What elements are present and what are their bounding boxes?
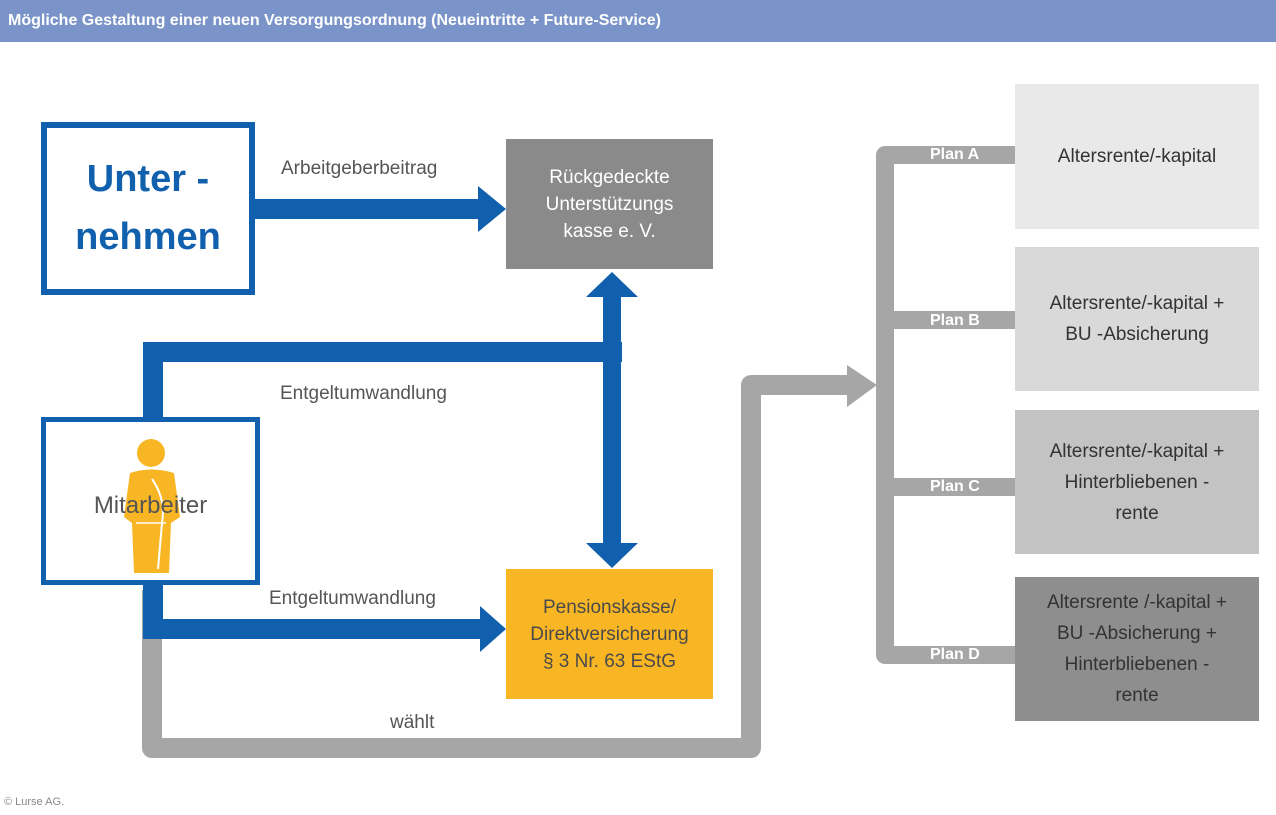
pk-line1: Pensionskasse/ [542, 597, 677, 618]
plan-d-line3: Hinterbliebenen - [1064, 654, 1210, 675]
pk-line3: § 3 Nr. 63 EStG [542, 651, 677, 672]
down-arrowhead [586, 543, 638, 568]
entgeltumwandlung-bottom-connector [143, 585, 484, 639]
entgeltumwandlung-bottom-label: Entgeltumwandlung [269, 588, 436, 609]
plan-c-line3: rente [1115, 502, 1159, 524]
plan-d-label: Plan D [930, 646, 980, 663]
page-title: Mögliche Gestaltung einer neuen Versorgu… [8, 12, 661, 29]
plan-c-outcome: Altersrente/-kapital + Hinterbliebenen -… [1015, 410, 1259, 554]
plan-bracket [876, 146, 1015, 664]
plan-b-line1: Altersrente/-kapital + [1049, 293, 1225, 314]
plan-b-outcome: Altersrente/-kapital + BU -Absicherung [1015, 247, 1259, 391]
entgeltumwandlung-top-label: Entgeltumwandlung [280, 383, 447, 404]
plan-c-label: Plan C [930, 478, 980, 495]
mitarbeiter-label: Mitarbeiter [93, 492, 208, 519]
unternehmen-line2: nehmen [75, 216, 221, 258]
entgeltumwandlung-bottom-arrowhead [480, 606, 506, 652]
copyright-notice: © Lurse AG. [4, 796, 65, 808]
plan-a-line1: Altersrente/-kapital [1057, 146, 1217, 167]
unterstuetzungskasse-node: Rückgedeckte Unterstützungs kasse e. V. [506, 139, 713, 269]
header-bar: Mögliche Gestaltung einer neuen Versorgu… [0, 0, 1276, 42]
unternehmen-line1: Unter - [86, 158, 210, 200]
arbeitgeberbeitrag-arrowhead [478, 186, 506, 232]
plan-c-line2: Hinterbliebenen - [1064, 471, 1210, 493]
uk-line1: Rückgedeckte [549, 167, 670, 188]
person-figure-icon [124, 439, 180, 573]
plan-b-line2: BU -Absicherung [1065, 324, 1209, 345]
plan-d-outcome: Altersrente /-kapital + BU -Absicherung … [1015, 577, 1259, 721]
entgeltumwandlung-top-connector [143, 342, 622, 420]
arbeitgeberbeitrag-label: Arbeitgeberbeitrag [281, 158, 438, 179]
plan-d-line4: rente [1115, 685, 1159, 706]
pensionskasse-node: Pensionskasse/ Direktversicherung § 3 Nr… [506, 569, 713, 699]
plan-a-outcome: Altersrente/-kapital [1015, 84, 1259, 229]
mitarbeiter-node: Mitarbeiter [41, 417, 260, 585]
plan-a-label: Plan A [930, 146, 980, 163]
plan-d-line2: BU -Absicherung + [1057, 623, 1217, 644]
pk-line2: Direktversicherung [530, 624, 689, 645]
up-arrowhead [586, 272, 638, 297]
uk-line3: kasse e. V. [563, 221, 656, 242]
waehlt-arrowhead [847, 365, 877, 407]
plan-d-line1: Altersrente /-kapital + [1046, 592, 1228, 613]
waehlt-connector [142, 375, 855, 758]
plan-c-line1: Altersrente/-kapital + [1049, 440, 1225, 462]
uk-line2: Unterstützungs [545, 194, 674, 215]
plan-b-label: Plan B [930, 312, 980, 329]
unternehmen-node: Unter - nehmen [41, 122, 255, 295]
waehlt-label: wählt [390, 712, 435, 733]
